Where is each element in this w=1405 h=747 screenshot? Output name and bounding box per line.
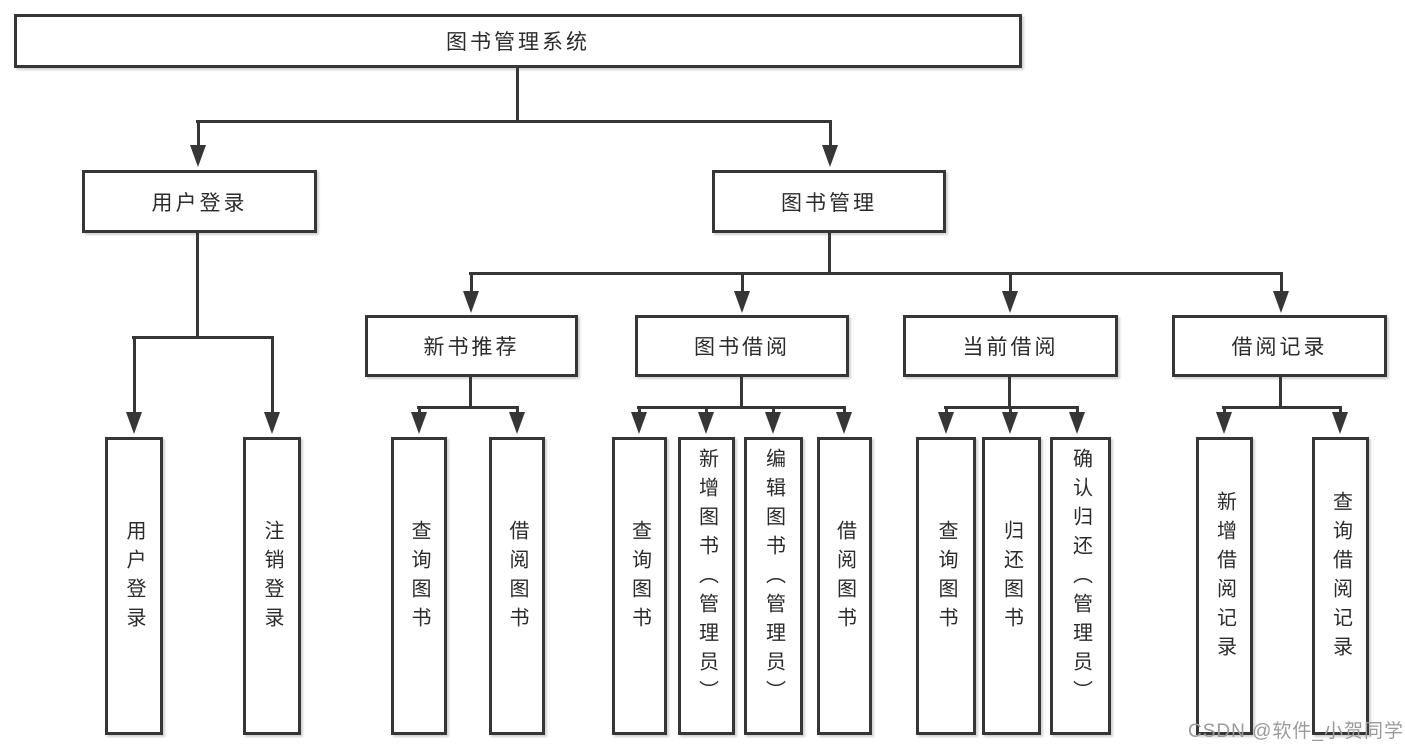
csdn-watermark: CSDN @软件_小贺同学	[1188, 721, 1404, 742]
arrow-to-bw-edit	[765, 406, 781, 434]
leaf-rec-add-record: 新增借阅记录	[1196, 437, 1253, 735]
node-book-management: 图书管理	[712, 170, 946, 233]
leaf-cur-confirm-return-admin-label: 确认归还（管理员）	[1069, 447, 1092, 709]
node-borrow-records-label: 借阅记录	[1231, 336, 1328, 359]
arrow-to-logout	[264, 336, 280, 434]
leaf-user-login-label: 用户登录	[123, 520, 145, 636]
leaf-user-login: 用户登录	[105, 437, 163, 735]
connector-borrow-records-stem	[1279, 377, 1282, 408]
arrow-to-cur-query	[938, 406, 954, 434]
leaf-bw-add-books-admin-label: 新增图书（管理员）	[695, 447, 718, 709]
node-new-book-recommend: 新书推荐	[365, 315, 578, 377]
arrow-to-book-borrow	[734, 272, 750, 313]
leaf-cur-confirm-return-admin: 确认归还（管理员）	[1050, 437, 1111, 735]
arrow-to-bw-borrow	[836, 406, 852, 434]
leaf-logout: 注销登录	[243, 437, 301, 735]
leaf-nb-query-books-label: 查询图书	[408, 520, 430, 636]
leaf-bw-add-books-admin: 新增图书（管理员）	[678, 437, 735, 735]
connector-user-login-bar	[132, 336, 274, 339]
arrow-to-bw-add	[698, 406, 714, 434]
arrow-to-book-management	[822, 120, 838, 167]
node-user-login-label: 用户登录	[151, 191, 248, 215]
leaf-bw-edit-books-admin-label: 编辑图书（管理员）	[762, 447, 785, 709]
leaf-logout-label: 注销登录	[261, 520, 283, 636]
arrow-to-borrow-records	[1273, 272, 1289, 313]
connector-new-book-stem	[469, 377, 472, 408]
leaf-nb-borrow-books: 借阅图书	[489, 437, 545, 735]
arrow-to-cur-confirm	[1069, 406, 1085, 434]
leaf-bw-query-books-label: 查询图书	[628, 520, 651, 636]
node-user-login: 用户登录	[82, 170, 317, 233]
connector-root-stem	[516, 68, 519, 122]
leaf-rec-query-record-label: 查询借阅记录	[1329, 491, 1352, 665]
connector-current-borrow-bar	[944, 406, 1079, 409]
node-borrow-records: 借阅记录	[1172, 315, 1387, 377]
connector-book-management-stem	[828, 233, 831, 274]
node-book-management-label: 图书管理	[781, 191, 877, 215]
leaf-bw-edit-books-admin: 编辑图书（管理员）	[744, 437, 803, 735]
connector-new-book-bar	[417, 406, 519, 409]
leaf-rec-query-record: 查询借阅记录	[1312, 437, 1369, 735]
connector-level2-bar	[196, 120, 832, 123]
arrow-to-user-login	[190, 120, 206, 167]
leaf-nb-borrow-books-label: 借阅图书	[506, 520, 528, 636]
leaf-cur-query-books: 查询图书	[916, 437, 976, 735]
leaf-cur-return-books-label: 归还图书	[1000, 520, 1023, 636]
connector-user-login-stem	[196, 233, 199, 337]
arrow-to-nb-query	[411, 406, 427, 434]
leaf-bw-borrow-books-label: 借阅图书	[833, 520, 856, 636]
node-current-borrow: 当前借阅	[903, 315, 1118, 377]
node-book-borrow: 图书借阅	[635, 315, 849, 377]
leaf-cur-query-books-label: 查询图书	[935, 520, 957, 636]
leaf-cur-return-books: 归还图书	[982, 437, 1041, 735]
node-root-label: 图书管理系统	[446, 31, 590, 54]
arrow-to-current-borrow	[1002, 272, 1018, 313]
leaf-bw-borrow-books: 借阅图书	[817, 437, 872, 735]
arrow-to-nb-borrow	[509, 406, 525, 434]
leaf-nb-query-books: 查询图书	[391, 437, 447, 735]
arrow-to-cur-return	[1002, 406, 1018, 434]
connector-book-borrow-stem	[740, 377, 743, 408]
arrow-to-rec-add	[1216, 406, 1232, 434]
arrow-to-bw-query	[631, 406, 647, 434]
node-root: 图书管理系统	[14, 14, 1022, 68]
connector-book-borrow-bar	[637, 406, 846, 409]
node-book-borrow-label: 图书借阅	[694, 336, 790, 359]
node-new-book-recommend-label: 新书推荐	[423, 336, 520, 359]
connector-level3-bar	[469, 272, 1283, 275]
connector-borrow-records-bar	[1222, 406, 1342, 409]
arrow-to-login	[126, 336, 142, 434]
arrow-to-new-book-recommend	[463, 272, 479, 313]
node-current-borrow-label: 当前借阅	[962, 336, 1059, 359]
connector-current-borrow-stem	[1008, 377, 1011, 408]
arrow-to-rec-query	[1332, 406, 1348, 434]
leaf-rec-add-record-label: 新增借阅记录	[1213, 491, 1236, 665]
leaf-bw-query-books: 查询图书	[612, 437, 667, 735]
